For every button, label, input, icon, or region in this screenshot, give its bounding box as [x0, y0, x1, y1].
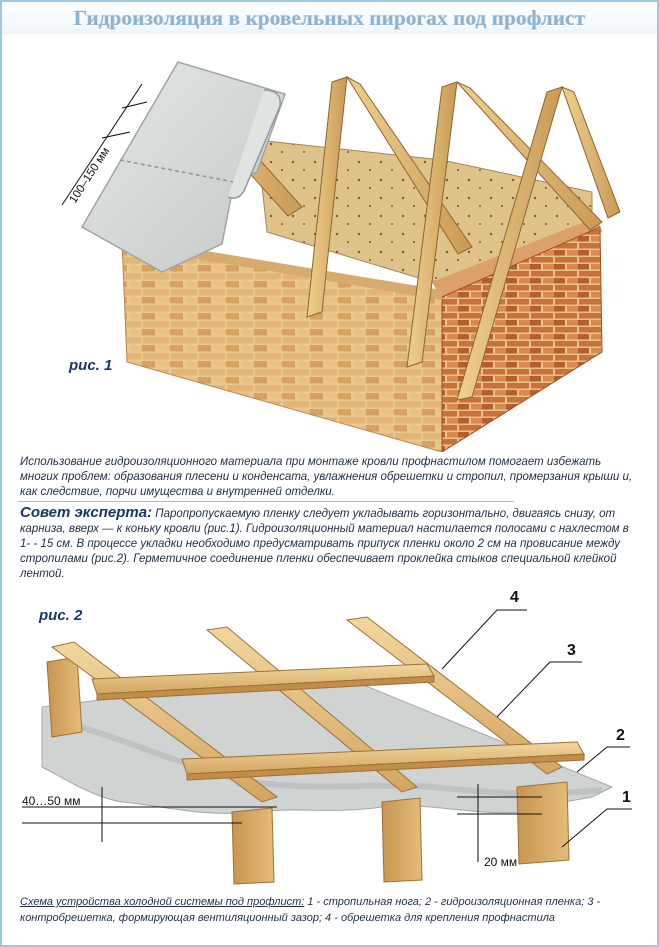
overlap-dimension-line: [61, 83, 148, 206]
callout-2: 2: [616, 727, 625, 744]
callout-1: 1: [622, 789, 631, 806]
dimension-bottom-label: 20 мм: [484, 855, 518, 869]
dimension-left-label: 40…50 мм: [22, 794, 81, 808]
expert-advice: Совет эксперта: Паропропускаемую пленку …: [20, 505, 640, 582]
caption-head: Схема устройства холодной системы под пр…: [20, 896, 305, 908]
membrane-seam: [119, 159, 235, 183]
figure-2-label: рис. 2: [39, 607, 83, 624]
page-header: Гидроизоляция в кровельных пирогах под п…: [2, 2, 657, 34]
page-title: Гидроизоляция в кровельных пирогах под п…: [73, 6, 586, 30]
caption-body: 1 - стропильная нога; 2 - гидроизоляцион…: [20, 896, 601, 924]
dimension-20: [457, 784, 542, 862]
dimension-40-50: [22, 787, 277, 842]
right-wall-top: [432, 217, 602, 300]
left-brick-wall: [121, 241, 443, 452]
expert-title: Совет эксперта:: [20, 504, 153, 521]
callout-leaders: [441, 609, 632, 848]
intro-paragraph: Использование гидроизоляционного материа…: [20, 456, 633, 498]
section-divider: [18, 501, 514, 502]
membrane-roll: [227, 89, 281, 199]
battens: [91, 663, 585, 781]
figure-2-caption: Схема устройства холодной системы под пр…: [20, 894, 645, 926]
rafter-legs: [46, 656, 570, 885]
figure-1-illustration: 100–150 мм: [61, 61, 621, 452]
figure-1-label: рис. 1: [69, 357, 113, 374]
callout-3: 3: [567, 642, 576, 659]
expert-text: Паропропускаемую пленку следует укладыва…: [20, 508, 629, 580]
callout-4: 4: [510, 589, 519, 606]
right-brick-wall: [441, 226, 603, 452]
figure-2-illustration: [22, 609, 632, 885]
